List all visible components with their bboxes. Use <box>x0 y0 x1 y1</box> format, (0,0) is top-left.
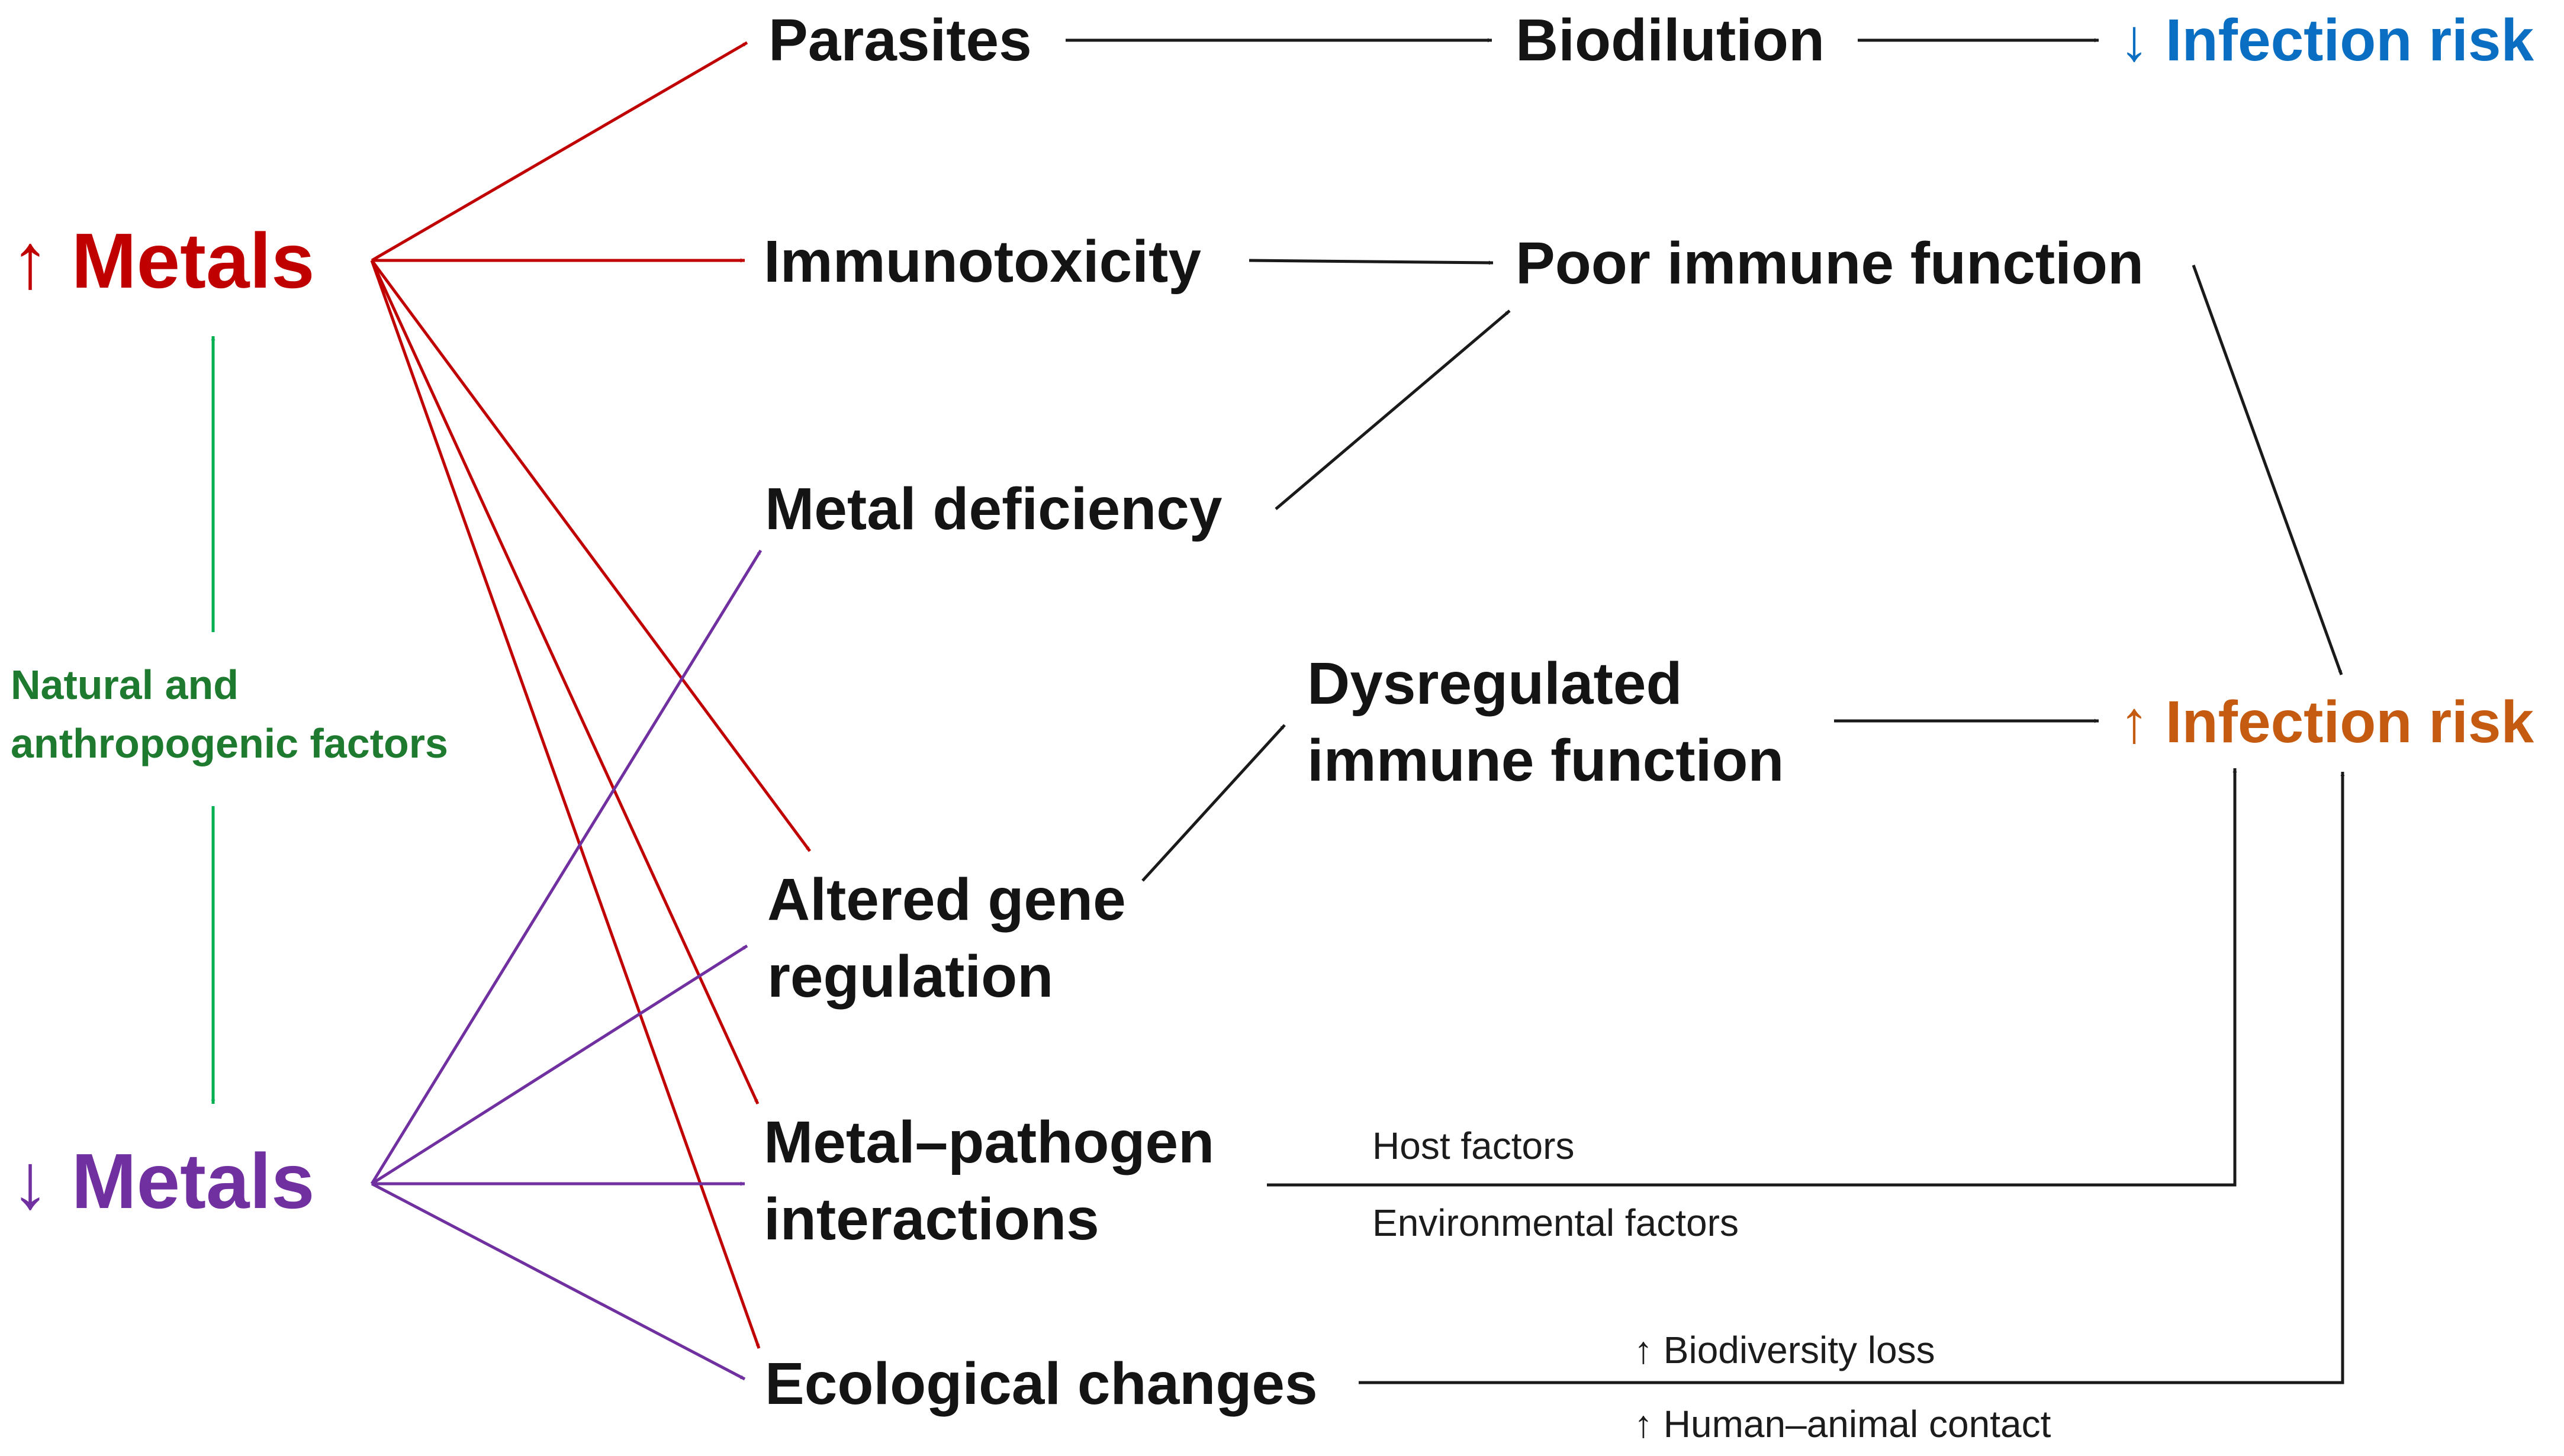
edge-metal-deficiency-to-poor-immune-function <box>1275 310 1511 510</box>
altered-gene-line-1: Altered gene <box>767 866 1126 933</box>
dysregulated-immune-function-node: Dysregulated immune function <box>1307 645 1784 799</box>
human-animal-contact-label: ↑ Human–animal contact <box>1634 1403 2051 1445</box>
edge-immunotoxicity-to-poor-immune-function <box>1249 259 1494 265</box>
infection-risk-decreased-node: ↓ Infection risk <box>2119 7 2534 73</box>
edge-altered-gene-regulation-to-dysregulated-immune-function <box>1141 724 1286 882</box>
altered-gene-line-2: regulation <box>767 943 1054 1010</box>
dysregulated-line-1: Dysregulated <box>1307 650 1682 717</box>
factors-line-2: anthropogenic factors <box>11 720 448 767</box>
biodiversity-loss-label: ↑ Biodiversity loss <box>1634 1329 1935 1371</box>
ecological-changes-node: Ecological changes <box>765 1351 1318 1417</box>
altered-gene-regulation-node: Altered gene regulation <box>767 861 1126 1015</box>
edge-ecological-changes-to-infection-up <box>1359 772 2345 1384</box>
edge-metal-pathogen-interactions-to-infection-up <box>1267 768 2237 1187</box>
biodilution-node: Biodilution <box>1516 7 1825 73</box>
edge-metals-up-to-altered-gene-regulation <box>370 259 812 852</box>
edge-metals-up-to-parasites <box>371 41 748 262</box>
edge-metals-down-to-ecological-changes <box>371 1182 746 1381</box>
natural-anthropogenic-factors-label: Natural and anthropogenic factors <box>11 656 448 774</box>
metal-pathogen-line-2: interactions <box>764 1186 1099 1252</box>
metal-pathogen-interactions-node: Metal–pathogen interactions <box>764 1104 1214 1258</box>
parasites-node: Parasites <box>768 7 1032 73</box>
metals-decreased-node: ↓ Metals <box>11 1138 315 1225</box>
metal-pathogen-line-1: Metal–pathogen <box>764 1109 1215 1175</box>
edge-metals-up-to-metal-pathogen-interactions <box>370 259 760 1105</box>
metals-increased-node: ↑ Metals <box>11 217 315 304</box>
dysregulated-line-2: immune function <box>1307 727 1784 794</box>
factors-line-1: Natural and <box>11 662 239 708</box>
environmental-factors-label: Environmental factors <box>1372 1201 1739 1244</box>
poor-immune-function-node: Poor immune function <box>1516 230 2144 297</box>
edge-metals-down-to-metal-deficiency <box>370 549 763 1185</box>
metal-deficiency-node: Metal deficiency <box>765 476 1223 542</box>
host-factors-label: Host factors <box>1372 1125 1575 1167</box>
edge-metals-down-to-altered-gene-regulation <box>371 944 748 1186</box>
edge-metals-up-to-ecological-changes <box>370 260 761 1349</box>
immunotoxicity-node: Immunotoxicity <box>764 228 1201 295</box>
infection-risk-increased-node: ↑ Infection risk <box>2119 689 2534 755</box>
edge-poor-immune-function-to-infection-up <box>2192 265 2343 675</box>
